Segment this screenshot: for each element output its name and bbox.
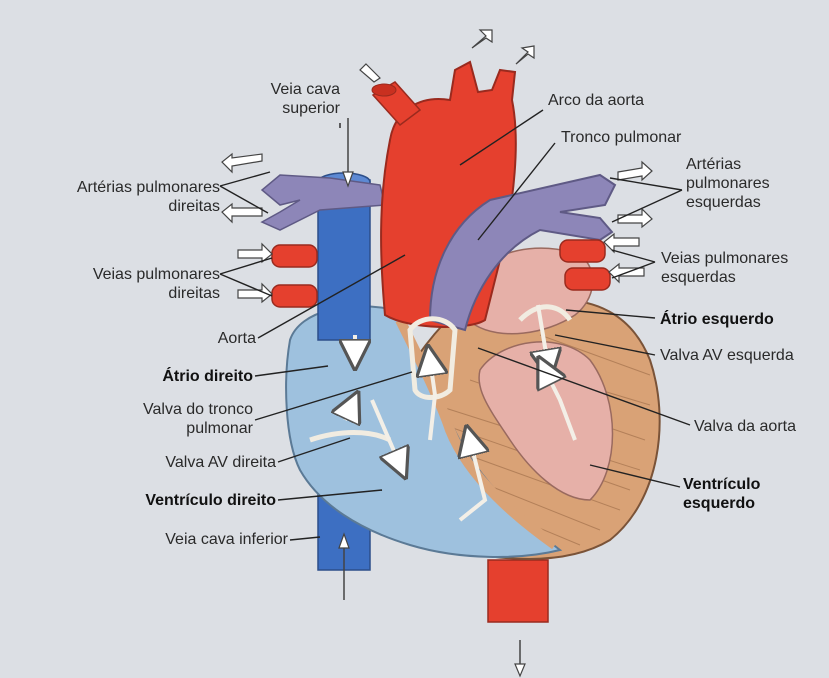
aorta-branch-opening [372, 84, 396, 96]
left-pulmonary-vein-upper [560, 240, 605, 262]
right-pulmonary-vein-lower [272, 285, 317, 307]
label-aortic-valve: Valva da aorta [694, 417, 796, 436]
left-pulmonary-vein-lower [565, 268, 610, 290]
right-pulmonary-vein-upper [272, 245, 317, 267]
label-right-av-valve: Valva AV direita [110, 453, 276, 472]
label-right-ventricle: Ventrículo direito [95, 491, 276, 510]
label-pulmonary-trunk: Tronco pulmonar [561, 128, 681, 147]
label-left-pulmonary-veins: Veias pulmonares esquerdas [661, 249, 788, 287]
label-inferior-vena-cava: Veia cava inferior [110, 530, 288, 549]
label-left-pulmonary-arteries: Artérias pulmonares esquerdas [686, 155, 770, 212]
label-right-pulmonary-arteries: Artérias pulmonares direitas [30, 178, 220, 216]
label-right-pulmonary-veins: Veias pulmonares direitas [55, 265, 220, 303]
label-aorta: Aorta [200, 329, 256, 348]
label-right-atrium: Átrio direito [120, 367, 253, 386]
label-left-ventricle: Ventrículo esquerdo [683, 475, 760, 513]
label-left-atrium: Átrio esquerdo [660, 310, 774, 329]
descending-aorta-shape [488, 560, 548, 622]
label-pulmonary-valve: Valva do tronco pulmonar [96, 400, 253, 438]
label-aortic-arch: Arco da aorta [548, 91, 644, 110]
label-superior-vena-cava: Veia cava superior [236, 80, 340, 118]
label-left-av-valve: Valva AV esquerda [660, 346, 794, 365]
